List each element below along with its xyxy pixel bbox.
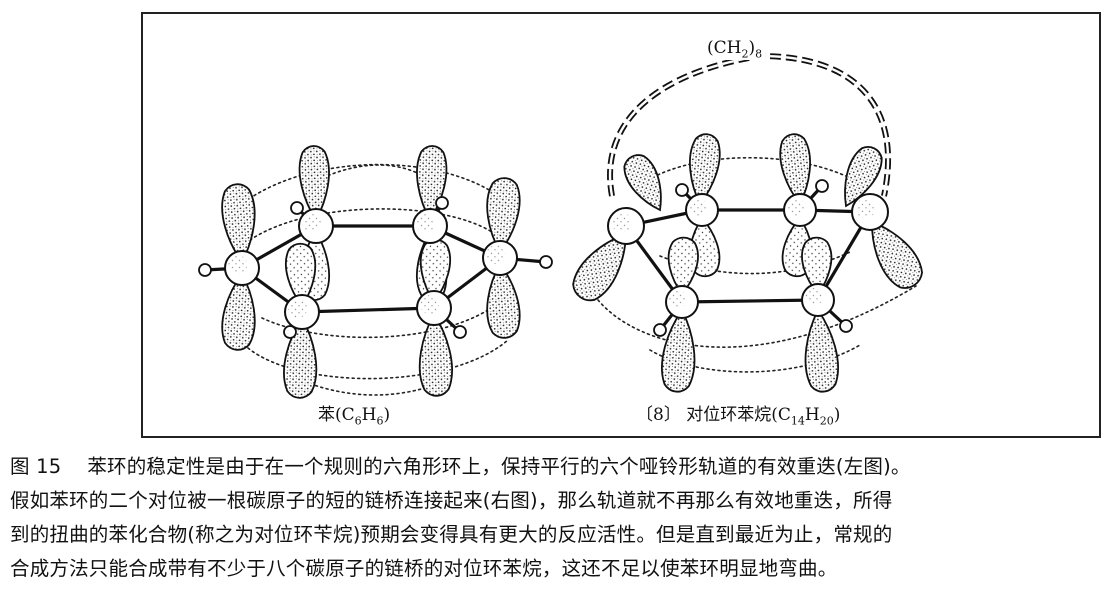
caption-line-2: 假如苯环的二个对位被一根碳原子的短的链桥连接起来(右图)，那么轨道就不再那么有效… — [10, 489, 893, 512]
benzene-carbon-5-shade — [420, 295, 440, 314]
pcp-lobe-6-up — [667, 236, 699, 296]
pcp-lobe-5-down — [804, 308, 839, 393]
benzene-lobe-1-down — [221, 272, 256, 351]
benzene-carbon-2-shade — [302, 213, 322, 232]
pcp-hydrogen-1 — [675, 183, 689, 197]
pcp-lobe-1-up — [623, 154, 662, 212]
benzene-lobe-1-up — [221, 183, 256, 264]
pcp-lobe-1-down — [572, 232, 627, 302]
benzene-carbon-4-shade — [486, 245, 506, 264]
overlap-top-inner — [249, 208, 493, 241]
pcp-lobe-2-up — [689, 133, 721, 206]
benzene-hydrogen-2 — [290, 201, 304, 215]
pcp-overlap-top — [647, 156, 859, 183]
chain-label: (CH2)8 — [704, 38, 766, 61]
overlap-top-outer — [231, 163, 511, 213]
pcp-lobe-6-down — [661, 308, 696, 393]
pcp-overlap-bottom-outer — [597, 285, 917, 348]
overlap-bottom-outer — [247, 339, 509, 380]
benzene-carbon-6-shade — [288, 299, 308, 318]
benzene-hydrogen-1 — [198, 263, 212, 277]
benzene-hydrogen-5 — [453, 325, 467, 339]
benzene-lobe-6-up — [285, 242, 317, 308]
benzene-label: 苯(C6H6) — [318, 405, 391, 428]
benzene-lobe-4-down — [486, 262, 521, 339]
overlap-bottom-inner — [261, 309, 489, 339]
benzene-bond-5 — [301, 306, 435, 314]
pcp-hydrogen-4 — [839, 319, 853, 333]
benzene-lobe-4-up — [486, 177, 521, 254]
benzene-hydrogen-4 — [539, 255, 553, 269]
compound-tag: 〔8〕 — [636, 405, 681, 425]
caption-line-4: 合成方法只能合成带有不少于八个碳原子的链桥的对位环苯烷，这还不足以使苯环明显地弯… — [10, 557, 838, 580]
benzene-lobe-5-down — [418, 312, 453, 397]
pcp-lobe-4-down — [871, 220, 923, 289]
benzene-hydrogen-6 — [283, 325, 297, 339]
paracyclophane-name: 对位环苯烷 — [686, 405, 772, 425]
pcp-bond-5 — [681, 298, 819, 304]
pcp-carbon-4-shade — [855, 198, 876, 219]
benzene-carbon-1-shade — [228, 255, 248, 274]
pcp-carbon-6-shade — [669, 290, 687, 308]
benzene-hydrogen-3 — [435, 196, 449, 210]
benzene-lobe-2-up — [298, 145, 330, 222]
pcp-lobe-4-up — [844, 146, 883, 208]
pcp-carbon-1-shade — [611, 212, 632, 233]
pcp-lobe-5-up — [801, 236, 833, 296]
benzene-name: 苯 — [318, 405, 335, 425]
pcp-hydrogen-3 — [653, 323, 667, 337]
pcp-carbon-3-shade — [787, 198, 805, 216]
paracyclophane-label: 〔8〕 对位环苯烷(C14H20) — [636, 405, 841, 428]
benzene-carbon-3-shade — [416, 213, 436, 232]
pcp-hydrogen-2 — [815, 179, 829, 193]
pcp-carbon-2-shade — [689, 198, 707, 216]
pcp-carbon-5-shade — [805, 288, 823, 306]
caption-line-3: 到的扭曲的苯化合物(称之为对位环苄烷)预期会变得具有更大的反应活性。但是直到最近… — [10, 523, 893, 546]
figure-number: 图 15 — [10, 455, 62, 478]
pcp-lobe-3-up — [779, 133, 811, 206]
